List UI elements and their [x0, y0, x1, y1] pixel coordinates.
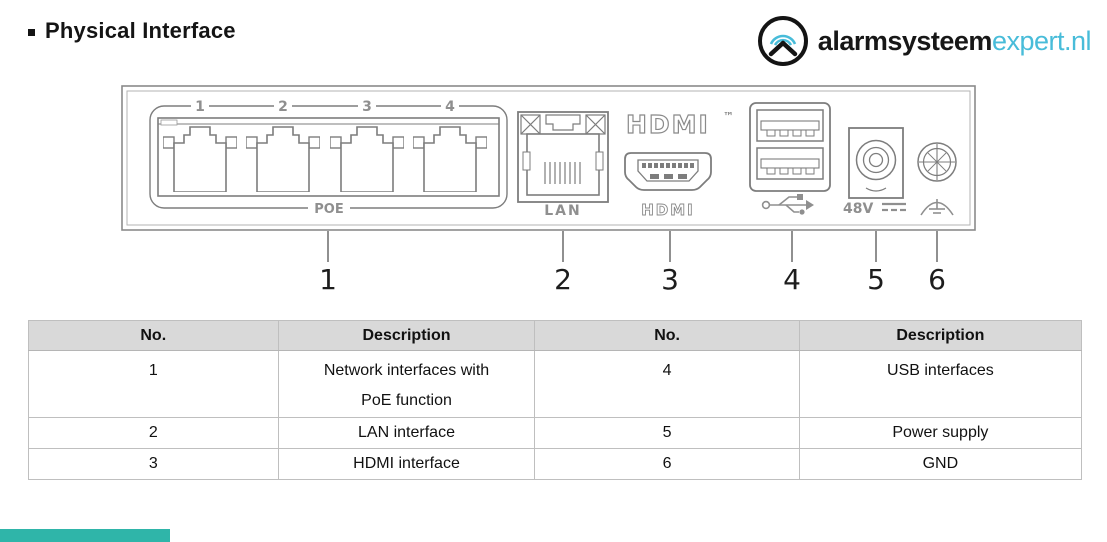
callout-number: 6	[928, 263, 946, 296]
table-row: 1 Network interfaces with PoE function 4…	[28, 350, 1083, 418]
table-row: 3 HDMI interface 6 GND	[28, 448, 1083, 480]
callout-lines	[327, 231, 938, 262]
sonar-house-icon	[757, 16, 808, 66]
cell-no: 5	[534, 417, 800, 449]
header-no-1: No.	[28, 320, 279, 351]
cell-no: 1	[28, 350, 279, 418]
callout-number: 2	[554, 263, 572, 296]
interface-table: No. Description No. Description 1 Networ…	[28, 320, 1083, 480]
usb-trident-icon	[761, 194, 814, 215]
brand-wordmark: alarmsysteemexpert.nl	[817, 25, 1092, 57]
poe-port-numbers: 1 2 3 4	[191, 98, 459, 115]
poe-ports: 1 2 3 4 POE	[149, 98, 508, 217]
power-jack	[848, 127, 904, 199]
lan-label: LAN	[544, 203, 581, 219]
cell-description: LAN interface	[277, 417, 536, 449]
callout-number: 5	[867, 263, 885, 296]
brand-logo: alarmsysteemexpert.nl	[756, 14, 1092, 68]
cell-no: 3	[28, 448, 279, 480]
cell-description: Network interfaces with PoE function	[277, 350, 536, 418]
ground-icon	[920, 199, 954, 216]
brand-bold-text: alarmsysteem	[817, 25, 993, 56]
cell-description: USB interfaces	[798, 350, 1083, 418]
cell-description: GND	[798, 448, 1083, 480]
header-description-2: Description	[798, 320, 1083, 351]
cell-description: Power supply	[798, 417, 1083, 449]
header-description-1: Description	[277, 320, 536, 351]
port-number: 3	[362, 99, 372, 115]
hdmi-logo-text: HDMI	[626, 110, 710, 139]
dc-voltage-icon	[882, 202, 906, 212]
power-voltage-text: 48V	[843, 201, 873, 217]
callout-numbers: 1 2 3 4 5 6	[319, 263, 946, 296]
device-rear-panel-diagram: 1 2 3 4 POE LAN HDMI ™	[121, 85, 976, 296]
usb-ports	[749, 102, 831, 192]
callout-number: 4	[783, 263, 801, 296]
port-number: 4	[445, 99, 455, 115]
table-row: 2 LAN interface 5 Power supply	[28, 417, 1083, 449]
callout-number: 1	[319, 263, 337, 296]
hdmi-label: HDMI	[641, 201, 695, 219]
table-header-row: No. Description No. Description	[28, 320, 1083, 351]
cell-no: 4	[534, 350, 800, 418]
callout-number: 3	[661, 263, 679, 296]
footer-accent-bar	[0, 529, 170, 542]
interface-table-container: No. Description No. Description 1 Networ…	[28, 320, 1083, 480]
port-number: 2	[278, 99, 288, 115]
hdmi-port: HDMI ™ HDMI	[624, 109, 734, 219]
cell-no: 2	[28, 417, 279, 449]
lan-port: LAN	[517, 111, 609, 219]
bullet-icon	[28, 28, 35, 36]
hdmi-trademark: ™	[723, 110, 734, 123]
gnd-screw	[917, 142, 957, 182]
page-title-text: Physical Interface	[45, 18, 236, 43]
port-number: 1	[195, 99, 205, 115]
poe-label: POE	[314, 202, 343, 217]
page-title: Physical Interface	[28, 18, 236, 44]
brand-light-text: expert.nl	[991, 25, 1092, 56]
header-no-2: No.	[534, 320, 800, 351]
cell-description: HDMI interface	[277, 448, 536, 480]
power-label: 48V	[843, 201, 906, 217]
cell-no: 6	[534, 448, 800, 480]
